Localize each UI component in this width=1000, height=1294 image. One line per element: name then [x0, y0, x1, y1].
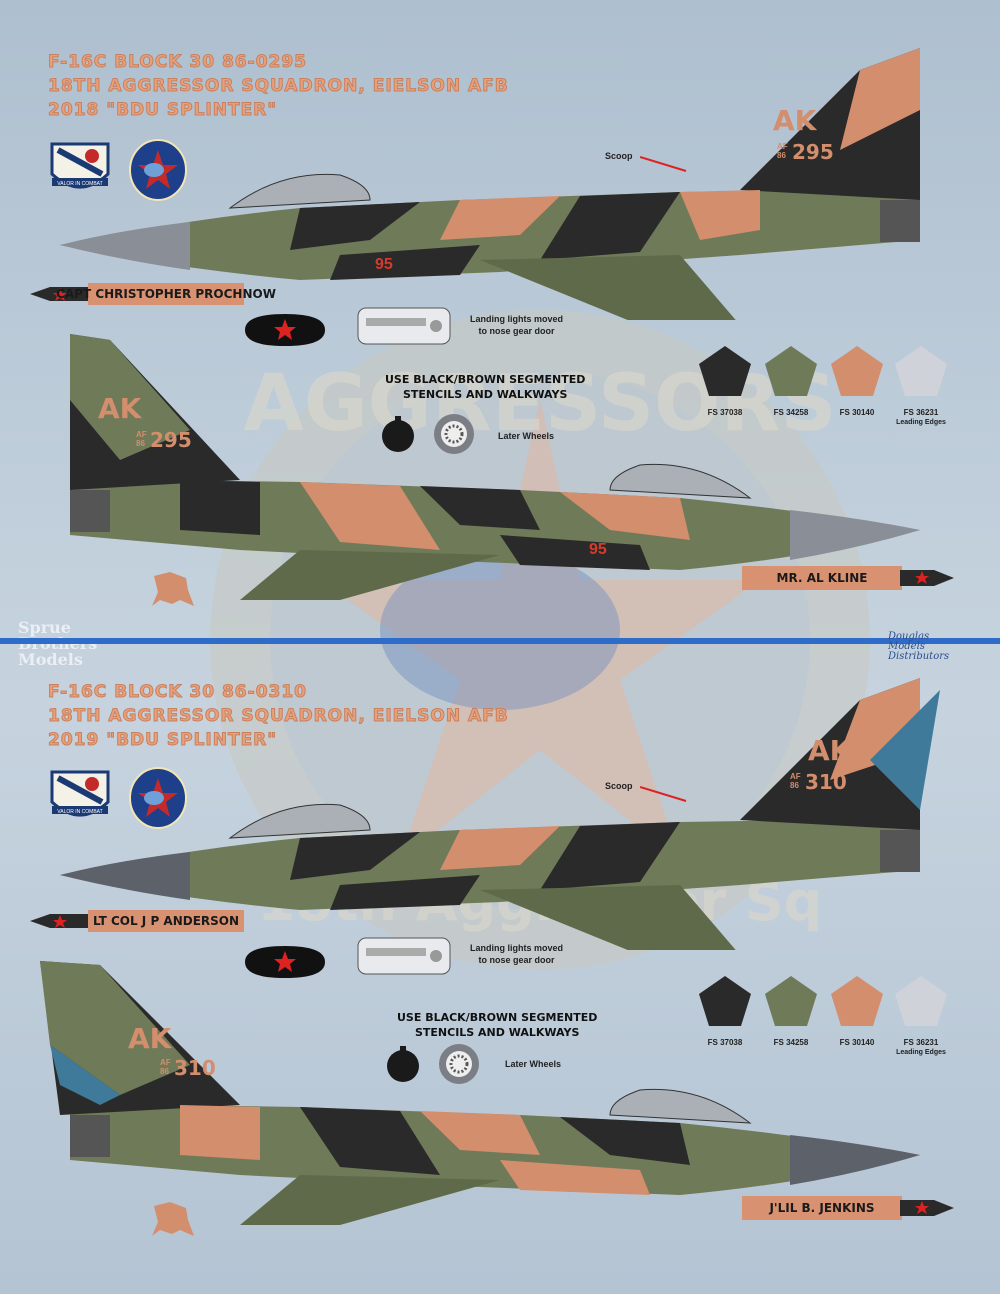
scoop-label-1: Scoop	[605, 151, 633, 161]
title-line-2-2: 18TH AGGRESSOR SQUADRON, EIELSON AFB	[48, 706, 509, 727]
scoop-label-2: Scoop	[605, 781, 633, 791]
title-line-2-3: 2019 "BDU SPLINTER"	[48, 730, 278, 751]
section1-title: F-16C BLOCK 30 86-0295 18TH AGGRESSOR SQ…	[48, 50, 509, 122]
stencil-note-1: USE BLACK/BROWN SEGMENTED STENCILS AND W…	[385, 373, 586, 401]
wing-badge-motto: VALOR IN COMBAT	[57, 181, 102, 187]
wing-badge-motto-2: VALOR IN COMBAT	[57, 809, 102, 815]
aircraft-1-right-profile	[70, 334, 920, 600]
sprue-brothers-watermark: Sprue Brothers Models	[18, 618, 97, 669]
fs-code-1-2: FS 30140	[839, 408, 875, 417]
title-line-3: 2018 "BDU SPLINTER"	[48, 100, 278, 121]
aircraft-1-left-profile	[60, 48, 920, 320]
crew-name-plate-2: J'LIL B. JENKINS	[742, 1196, 902, 1220]
squadron-patch-icon	[129, 139, 187, 201]
crew-name-plate-1: MR. AL KLINE	[742, 566, 902, 590]
fs-code-1-3: FS 36231	[903, 408, 939, 417]
later-wheel-icon	[434, 414, 474, 454]
tail-code-1: AK	[773, 104, 817, 137]
scoop-arrow-2	[640, 786, 687, 802]
aircraft-2-right-profile	[40, 961, 920, 1225]
landing-lights-note-2: Landing lights moved to nose gear door	[470, 943, 564, 965]
missile-star-icon	[30, 914, 90, 928]
fs-code-2-3: FS 36231	[903, 1038, 939, 1047]
title-line-1: F-16C BLOCK 30 86-0295	[48, 52, 308, 73]
wing-badge-shield-icon: VALOR IN COMBAT	[50, 770, 110, 817]
color-swatches-1	[699, 346, 947, 396]
side-number-1b: 95	[589, 541, 607, 558]
leading-edges-2: Leading Edges	[896, 1049, 946, 1056]
color-swatches-2	[699, 976, 947, 1026]
wing-badge-shield-icon: VALOR IN COMBAT	[50, 142, 110, 189]
later-wheels-1: Later Wheels	[498, 431, 555, 441]
alaska-map-icon	[152, 1202, 194, 1236]
black-wheel-icon	[387, 1046, 419, 1082]
fs-code-1-1: FS 34258	[773, 408, 809, 417]
tail-serial-1b: 295	[150, 428, 192, 452]
nose-gear-door-icon	[357, 937, 451, 975]
scoop-arrow-1	[640, 156, 687, 172]
fs-code-1-0: FS 37038	[707, 408, 743, 417]
missile-star-icon	[900, 1200, 954, 1216]
black-wheel-icon	[382, 416, 414, 452]
tail-code-1b: AK	[98, 392, 142, 425]
side-number-1: 95	[375, 256, 393, 273]
red-star-disc-icon	[245, 946, 325, 978]
alaska-map-icon	[152, 572, 194, 606]
pilot-name-plate-2: LT COL J P ANDERSON	[88, 910, 244, 932]
distributor-logo: Douglas Models Distributors	[888, 631, 950, 662]
tail-serial-2: 310	[805, 770, 847, 794]
later-wheel-icon	[439, 1044, 479, 1084]
landing-lights-note-1: Landing lights moved to nose gear door	[470, 314, 564, 336]
nose-gear-door-icon	[357, 307, 451, 345]
section2-title: F-16C BLOCK 30 86-0310 18TH AGGRESSOR SQ…	[48, 680, 509, 752]
title-line-2-1: F-16C BLOCK 30 86-0310	[48, 682, 308, 703]
tail-code-2: AK	[808, 734, 852, 767]
squadron-patch-icon	[129, 767, 187, 829]
red-star-disc-icon	[245, 314, 325, 346]
missile-star-icon	[900, 570, 954, 586]
blue-divider-bar	[0, 638, 1000, 644]
leading-edges-1: Leading Edges	[896, 419, 946, 426]
aircraft-2-left-profile	[60, 678, 940, 950]
missile-star-icon	[30, 287, 90, 301]
tail-serial-2b: 310	[174, 1056, 216, 1080]
fs-code-2-2: FS 30140	[839, 1038, 875, 1047]
fs-code-2-0: FS 37038	[707, 1038, 743, 1047]
tail-code-2b: AK	[128, 1022, 172, 1055]
later-wheels-2: Later Wheels	[505, 1059, 562, 1069]
title-line-2: 18TH AGGRESSOR SQUADRON, EIELSON AFB	[48, 76, 509, 97]
pilot-name-plate-1: CAPT CHRISTOPHER PROCHNOW	[56, 283, 276, 305]
fs-code-2-1: FS 34258	[773, 1038, 809, 1047]
tail-serial-1: 295	[792, 140, 834, 164]
stencil-note-2: USE BLACK/BROWN SEGMENTED STENCILS AND W…	[397, 1011, 598, 1039]
